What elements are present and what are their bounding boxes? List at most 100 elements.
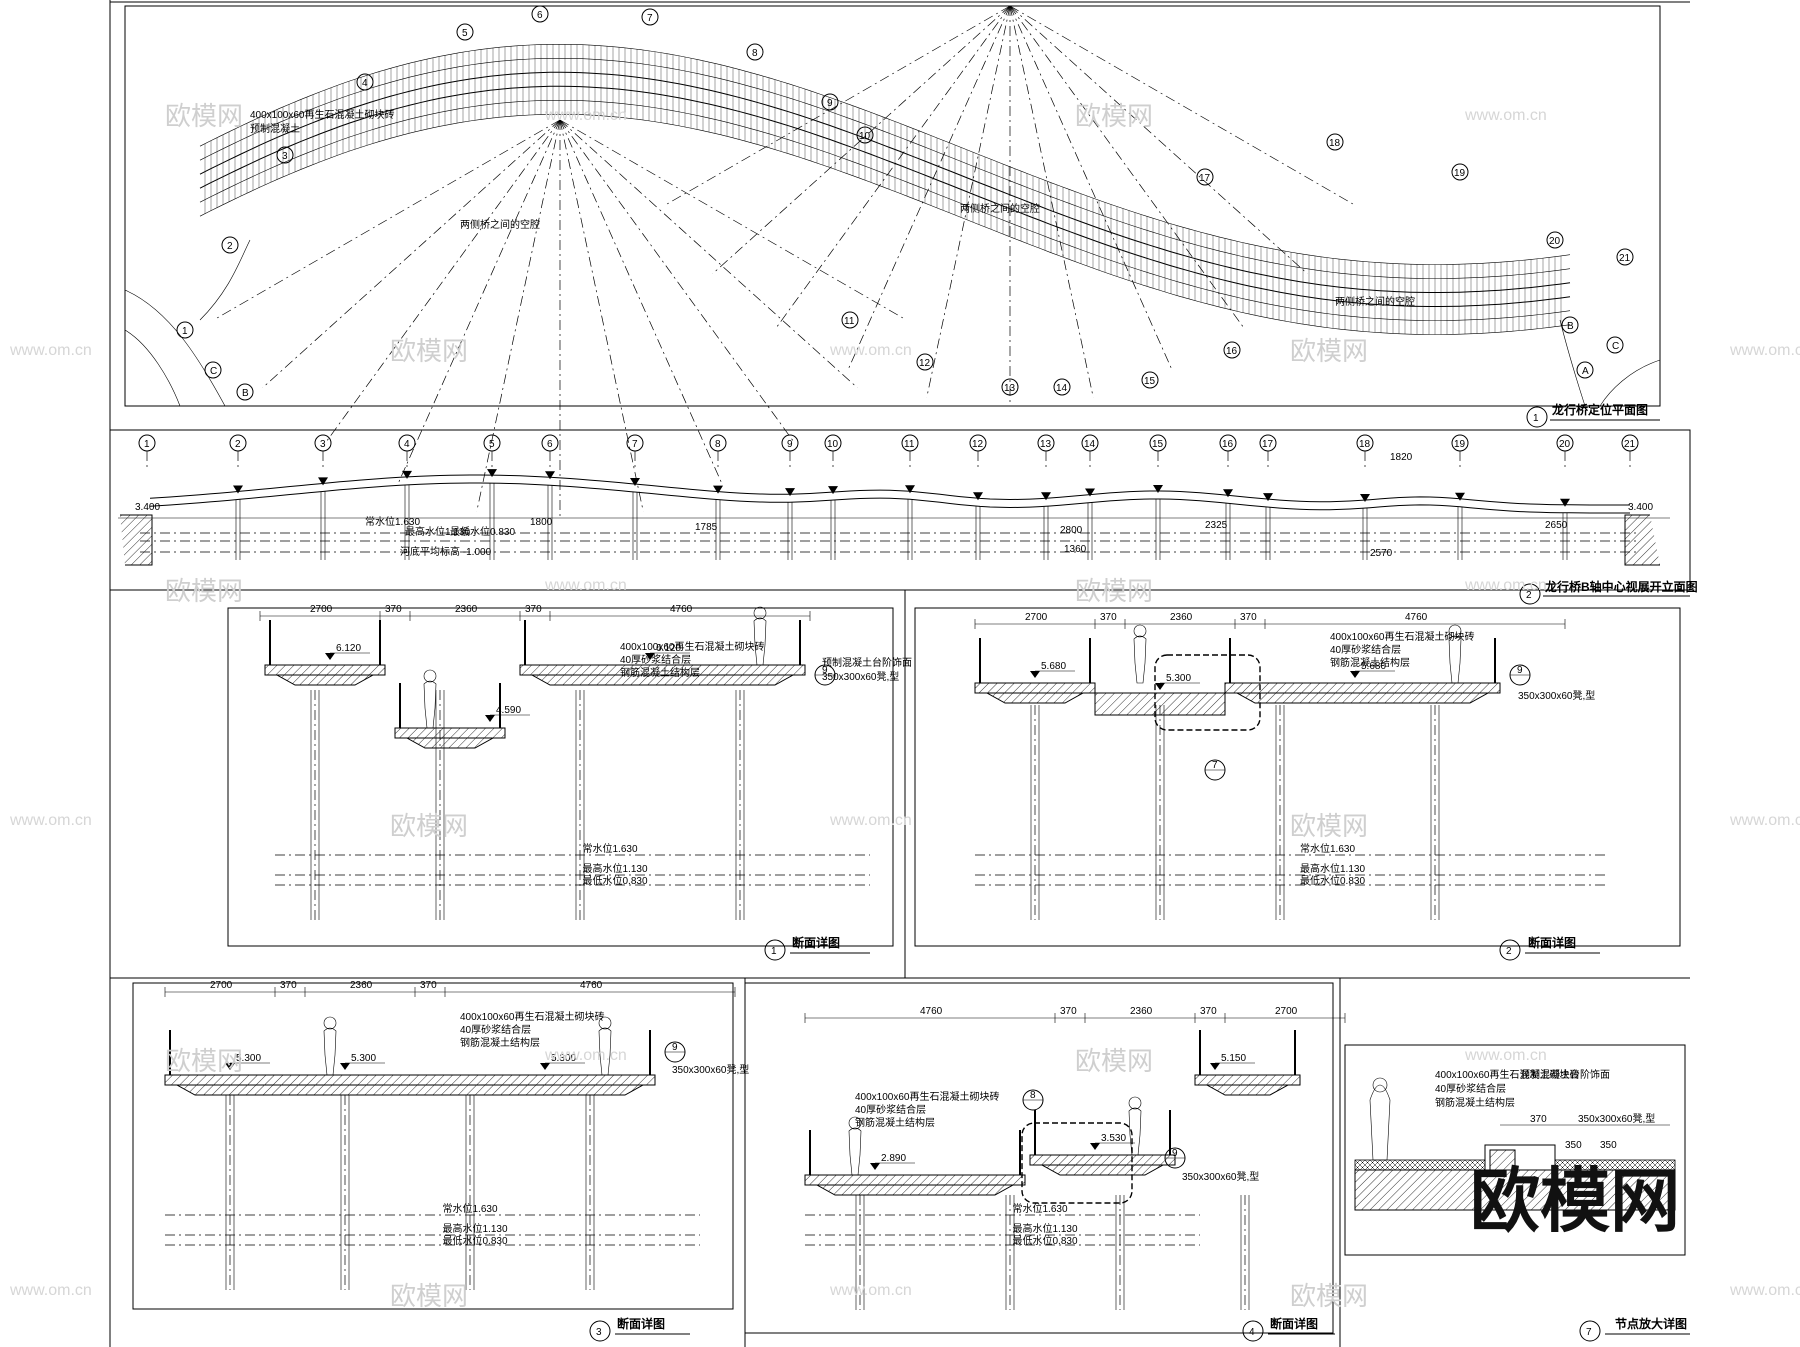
watermark-brand: 欧模网 (165, 576, 243, 606)
plan-axis-label: 7 (647, 13, 653, 24)
watermark-site: www.om.cn (9, 812, 92, 829)
elev-axis-bubble: 17 (1259, 434, 1277, 470)
plan-radial-line (559, 119, 858, 388)
dim-label: 370 (1240, 612, 1257, 623)
plan-radial-line (396, 119, 561, 486)
watermark-site: www.om.cn (1464, 1047, 1547, 1064)
plan-deck-line (199, 114, 1571, 335)
plan-deck-line (199, 100, 1571, 321)
watermark-brand: 欧模网 (1290, 336, 1368, 366)
plan-deck-line (199, 85, 1571, 307)
section-2-frame (914, 607, 1681, 947)
detail-ref-label: 9 (1517, 665, 1523, 676)
elev-axis-bubble: 16 (1219, 434, 1237, 470)
plan-note-gap-3: 两侧桥之间的空腔 (1335, 295, 1415, 308)
plan-axis-bubble: 1 (176, 321, 194, 339)
elev-axis-label: 10 (827, 439, 839, 450)
elev-axis-bubble: 20 (1556, 434, 1574, 470)
section-1-title-text: 断面详图 (792, 935, 840, 950)
watermark-brand: 欧模网 (390, 811, 468, 841)
elev-axis-bubble: 18 (1356, 434, 1374, 470)
dim-label: 4760 (670, 604, 693, 615)
plan-radial-line (1009, 5, 1246, 330)
water-low-label: 最低水位0.830 (1300, 874, 1365, 887)
section-1-frame (227, 607, 894, 947)
plan-axis-bubble: 2 (221, 236, 239, 254)
elev-axis-bubble: 15 (1149, 434, 1167, 470)
elev-dim-1360: 1360 (1064, 544, 1087, 555)
elevation-mark: 3.530 (1101, 1133, 1126, 1144)
curb-size-note-3: 350x300x60凳,型 (672, 1063, 749, 1076)
section-3-frame (132, 982, 734, 1310)
curb-size-note: 350x300x60凳,型 (822, 670, 899, 683)
watermark-site: www.om.cn (829, 1282, 912, 1299)
plan-note-gap-2: 两侧桥之间的空腔 (960, 202, 1040, 215)
elev-axis-bubble: 8 (709, 434, 727, 470)
plan-radial-line (712, 5, 1011, 274)
plan-note-paving: 400x100x60再生石混凝土砌块砖 (250, 108, 395, 121)
elev-axis-label: 20 (1559, 439, 1571, 450)
plan-axis-label: 12 (919, 358, 931, 369)
dim-label: 370 (280, 980, 297, 991)
detail-7-number: 7 (1586, 1327, 1592, 1338)
section-1-title: 1 断面详图 (764, 935, 870, 961)
water-normal-label: 常水位1.630 (443, 1202, 498, 1215)
elev-axis-bubble: 4 (398, 434, 416, 470)
water-normal-label: 常水位1.630 (1013, 1202, 1068, 1215)
plan-axis-label: 18 (1329, 138, 1341, 149)
plan-axis-label: 8 (752, 48, 758, 59)
detail-7-drawing: 400x100x60再生石混凝土砌块砖 40厚砂浆结合层 钢筋混凝土结构层 预制… (1354, 1068, 1676, 1211)
dim-label: 4760 (580, 980, 603, 991)
plan-deck-line (199, 58, 1571, 279)
watermark-site: www.om.cn (1729, 1282, 1800, 1299)
plan-deck-line (199, 71, 1571, 293)
elev-dim-2325: 2325 (1205, 520, 1228, 531)
elev-axis-bubble: 21 (1621, 434, 1639, 470)
elev-dim-1800: 1800 (530, 517, 553, 528)
section-note-paving: 400x100x60再生石混凝土砌块砖 (460, 1010, 605, 1023)
plan-row-label: C (210, 366, 217, 377)
elev-axis-label: 6 (547, 439, 553, 450)
elevation-mark: 5.300 (551, 1053, 576, 1064)
watermark-brand: 欧模网 (165, 1046, 243, 1076)
deck-slab (974, 682, 1096, 694)
elev-axis-label: 11 (904, 439, 915, 450)
water-normal-label: 常水位1.630 (583, 842, 638, 855)
plan-row-bubble: B (1561, 316, 1579, 334)
curb-size-note-4: 350x300x60凳,型 (1182, 1170, 1259, 1183)
person-figure (1448, 624, 1462, 684)
watermark-site: www.om.cn (1464, 107, 1547, 124)
water-low-label: 最低水位0.830 (583, 874, 648, 887)
elev-axis-bubble: 5 (483, 434, 501, 470)
elevation-mark: 5.300 (351, 1053, 376, 1064)
section-note-bedding: 40厚砂浆结合层 (460, 1023, 531, 1036)
plan-radial-line (774, 5, 1011, 330)
dim-label: 370 (385, 604, 402, 615)
elev-axis-bubble: 10 (824, 434, 842, 470)
elev-axis-bubble: 2 (229, 434, 247, 470)
section-4-title: 4 断面详图 (1242, 1316, 1335, 1342)
elevation-mark: 5.300 (1166, 673, 1191, 684)
detail-note-bedding: 40厚砂浆结合层 (1435, 1082, 1506, 1095)
watermark-brand: 欧模网 (1075, 101, 1153, 131)
watermark-site: www.om.cn (544, 1047, 627, 1064)
elev-axis-bubble: 1 (138, 434, 156, 470)
detail-dim-370: 370 (1530, 1114, 1547, 1125)
plan-axis-bubble: 20 (1546, 231, 1564, 249)
section-note-paving: 400x100x60再生石混凝土砌块砖 (855, 1090, 1000, 1103)
deck-slab (264, 664, 386, 676)
dim-label: 4760 (920, 1006, 943, 1017)
plan-axis-label: 4 (362, 78, 368, 89)
plan-axis-label: 10 (859, 131, 871, 142)
plan-radial-line (1009, 5, 1094, 398)
dim-label: 2700 (210, 980, 233, 991)
plan-title-bubble (1526, 406, 1548, 428)
watermark-site: www.om.cn (9, 1282, 92, 1299)
elevation-mark: 5.150 (1221, 1053, 1246, 1064)
section-4-title-text: 断面详图 (1270, 1316, 1318, 1331)
plan-axis-label: 11 (844, 316, 855, 327)
